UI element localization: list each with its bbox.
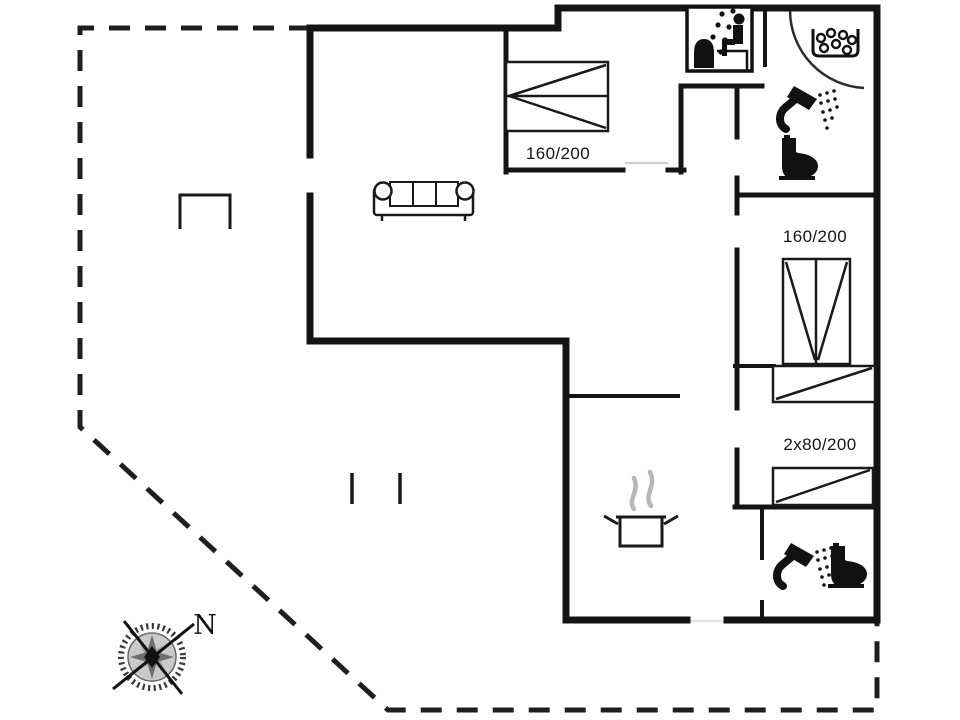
single-bed-lower-icon [771,466,875,507]
sauna-bench [717,49,749,70]
bed-duvet-lines [506,63,608,130]
bed-size-label-top: 160/200 [526,144,590,163]
north-label: N [193,610,217,641]
door-swing-arc [788,10,865,90]
plot-boundary-dashed [77,25,880,713]
sofa-cushions [389,181,459,207]
single-bed-upper-icon [771,364,877,404]
shower-icon-top-bathroom [780,86,839,130]
bed-duvet-line [775,468,871,504]
pot-handles [603,514,679,526]
pot-body [618,515,664,548]
bed-duvet-lines [784,259,849,364]
sofa-feet [380,215,467,221]
toilet-icon-bottom-bathroom [828,543,867,588]
toilet-icon-top-bathroom [779,135,818,180]
compass-tick-ring [118,623,186,691]
whirlpool-icon [811,27,860,58]
whirlpool-bubbles [815,27,858,56]
shower-icon-bottom-bathroom [777,543,836,587]
bed-size-label-right: 160/200 [783,227,847,246]
sofa-arm-left [373,181,393,201]
steam-icon [629,469,655,512]
boundary-line [77,25,880,713]
sofa-arm-right [455,181,475,201]
terrace-entrance-marks [350,473,402,504]
bed-size-label-bottom: 2x80/200 [783,435,856,454]
terrace-table-icon [178,193,232,229]
sofa-cushion-splits [412,182,437,206]
sauna-heater [694,39,714,68]
sofa-icon [372,181,475,221]
compass-rose-icon [112,620,195,695]
double-bed-top-icon [504,60,610,133]
double-bed-right-icon [781,257,852,366]
whirlpool-tub [811,29,860,58]
sauna-icon [685,5,754,73]
compass-center [144,646,160,668]
bed-duvet-line [775,366,873,401]
cooking-pot-icon [603,469,679,548]
door-lines [625,161,727,623]
